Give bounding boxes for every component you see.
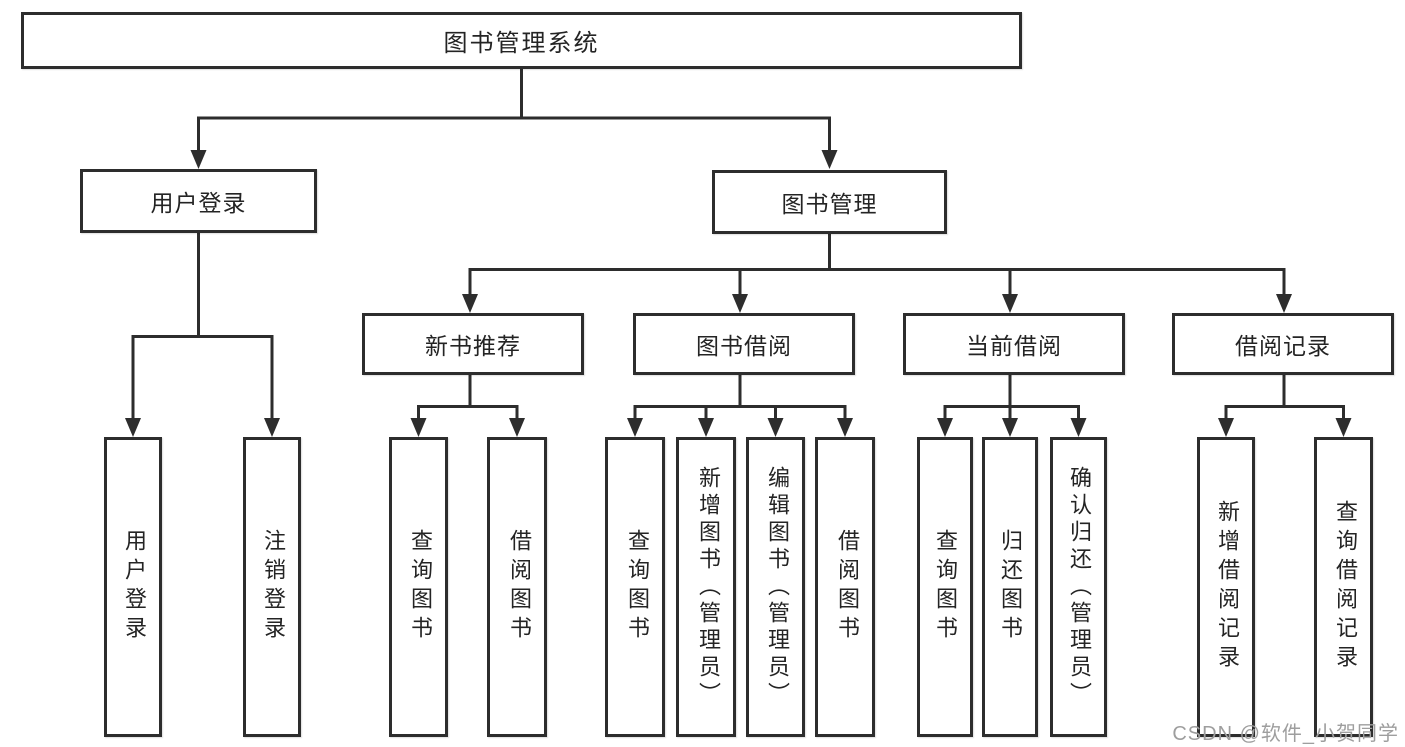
csdn-watermark: CSDN @软件_小贺同学	[1172, 723, 1399, 745]
arrow-down-icon	[627, 418, 643, 437]
leaf-add-books-admin: 新增图书（管理员）	[676, 437, 736, 737]
arrow-down-icon	[264, 418, 280, 437]
arrow-down-icon	[1002, 294, 1018, 313]
arrow-down-icon	[937, 418, 953, 437]
arrow-down-icon	[1218, 418, 1234, 437]
arrow-down-icon	[1070, 418, 1087, 437]
leaf-borrow-books-1: 借阅图书	[487, 437, 547, 737]
node-label: 图书借阅	[696, 333, 792, 359]
leaf-query-books-1: 查询图书	[389, 437, 448, 737]
arrow-down-icon	[732, 294, 748, 313]
node-label: 图书管理	[781, 191, 878, 217]
arrow-down-icon	[767, 418, 784, 437]
arrow-down-icon	[509, 418, 525, 437]
node-current-borrowing: 当前借阅	[903, 313, 1125, 375]
node-label: 用户登录	[150, 190, 247, 216]
arrow-down-icon	[1002, 418, 1018, 437]
arrow-down-icon	[462, 294, 478, 313]
leaf-logout: 注销登录	[243, 437, 301, 737]
node-book-management: 图书管理	[712, 170, 947, 234]
arrow-down-icon	[821, 150, 838, 169]
leaf-add-borrow-record: 新增借阅记录	[1197, 437, 1255, 737]
node-user-login: 用户登录	[80, 169, 317, 233]
arrow-down-icon	[410, 418, 427, 437]
arrow-down-icon	[1335, 418, 1352, 437]
leaf-edit-books-admin: 编辑图书（管理员）	[746, 437, 805, 737]
node-borrowing-records: 借阅记录	[1172, 313, 1394, 375]
leaf-confirm-return-admin: 确认归还（管理员）	[1050, 437, 1107, 737]
leaf-borrow-books-2: 借阅图书	[815, 437, 875, 737]
arrow-down-icon	[837, 418, 853, 437]
node-label: 当前借阅	[966, 333, 1062, 359]
leaf-query-books-3: 查询图书	[917, 437, 973, 737]
leaf-query-books-2: 查询图书	[605, 437, 665, 737]
arrow-down-icon	[1276, 294, 1292, 313]
node-label: 图书管理系统	[443, 30, 600, 57]
arrow-down-icon	[698, 418, 714, 437]
leaf-return-books: 归还图书	[982, 437, 1038, 737]
arrow-down-icon	[190, 150, 207, 169]
node-new-book-recommend: 新书推荐	[362, 313, 584, 375]
node-label: 借阅记录	[1235, 333, 1331, 359]
leaf-user-login: 用户登录	[104, 437, 162, 737]
leaf-query-borrow-record: 查询借阅记录	[1314, 437, 1373, 737]
node-book-borrowing: 图书借阅	[633, 313, 855, 375]
arrow-down-icon	[125, 418, 141, 437]
node-root-library-system: 图书管理系统	[21, 12, 1022, 69]
node-label: 新书推荐	[425, 333, 521, 359]
